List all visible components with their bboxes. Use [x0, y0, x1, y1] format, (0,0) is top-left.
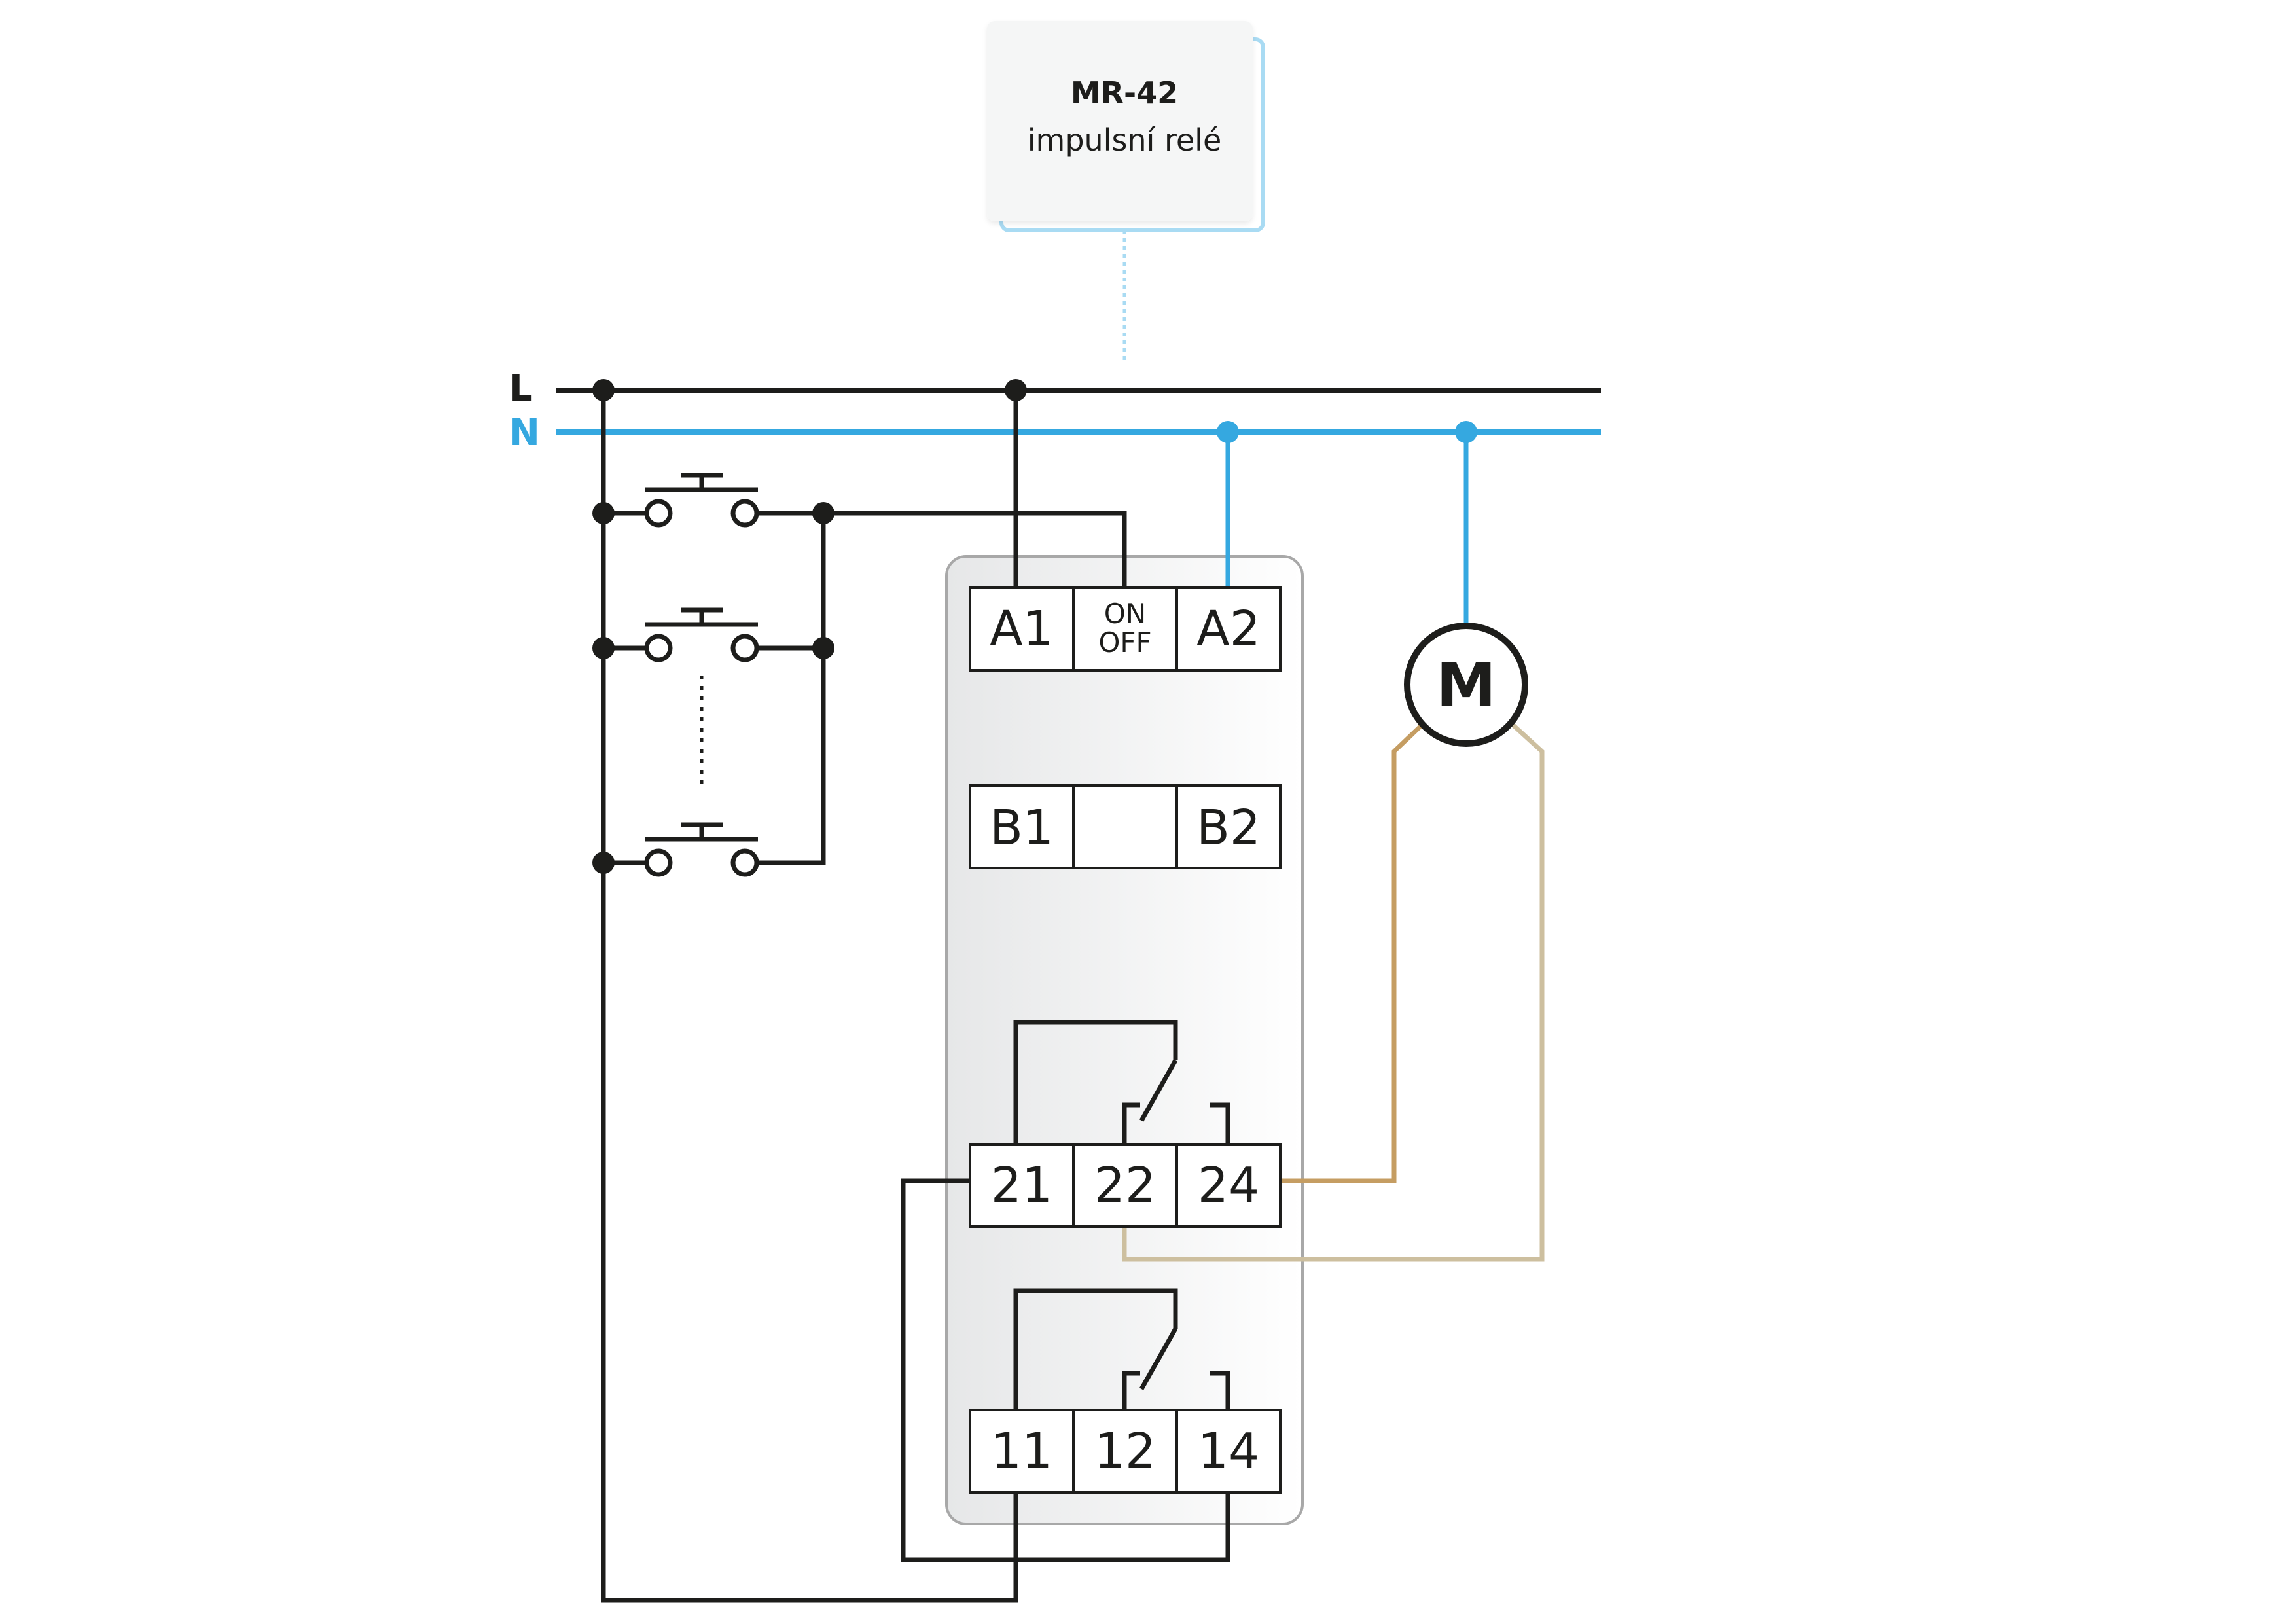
push-button-n: [603, 822, 759, 877]
terminal-a1: A1: [990, 601, 1054, 657]
junction-dot: [1005, 379, 1027, 401]
junction-dot: [812, 637, 834, 659]
junction-dot: [592, 852, 615, 874]
terminal-block-contact-2: 21 22 24: [969, 1143, 1282, 1228]
terminal-22: 22: [1094, 1157, 1156, 1214]
terminal-off: OFF: [1098, 626, 1151, 659]
motor-symbol: [1404, 623, 1528, 747]
junction-dot: [592, 637, 615, 659]
terminal-14: 14: [1198, 1423, 1259, 1479]
terminal-21: 21: [991, 1157, 1052, 1214]
junctions: [592, 379, 1477, 874]
terminal-on: ON: [1104, 598, 1146, 630]
motor: M: [1404, 623, 1528, 747]
junction-dot: [592, 502, 615, 524]
motor-wiring: [1122, 722, 1545, 1262]
terminal-11: 11: [991, 1423, 1052, 1479]
neutral-label: N: [509, 412, 540, 454]
device-description: impulsní relé: [1028, 122, 1222, 158]
push-button-1: [603, 473, 823, 528]
terminal-block-b: B1 B2: [969, 784, 1282, 869]
push-buttons: [603, 473, 823, 877]
junction-dot: [1217, 421, 1239, 443]
contact-1-leads: [1013, 1492, 1230, 1521]
device-callout: MR-42 impulsní relé: [987, 21, 1265, 361]
terminal-24: 24: [1198, 1157, 1259, 1214]
callout-box: [987, 21, 1253, 221]
line-label: L: [509, 367, 533, 410]
contact-2-symbol: [1013, 1020, 1230, 1144]
wire-21-to-14: [901, 1178, 1230, 1562]
supply-bus: L N: [509, 367, 1601, 454]
wire-button-output: [745, 513, 826, 865]
wire-22-to-motor: [1122, 722, 1545, 1262]
wire-to-on-off: [823, 511, 1127, 588]
terminal-block-supply: A1 ON OFF A2: [969, 586, 1282, 672]
neutral-wiring: [1225, 432, 1469, 625]
terminal-block-contact-1: 11 12 14: [969, 1409, 1282, 1494]
terminal-12: 12: [1094, 1423, 1156, 1479]
terminal-a2: A2: [1196, 601, 1261, 657]
device-model: MR-42: [1071, 75, 1178, 111]
contact-1-symbol: [1013, 1288, 1230, 1410]
junction-dot: [592, 379, 615, 401]
junction-dot: [1455, 421, 1477, 443]
junction-dot: [812, 502, 834, 524]
motor-label: M: [1436, 650, 1496, 720]
push-button-2: [603, 607, 823, 662]
terminal-b2: B2: [1196, 800, 1261, 856]
wire-24-to-motor: [1276, 722, 1425, 1183]
terminal-b1: B1: [990, 800, 1054, 856]
